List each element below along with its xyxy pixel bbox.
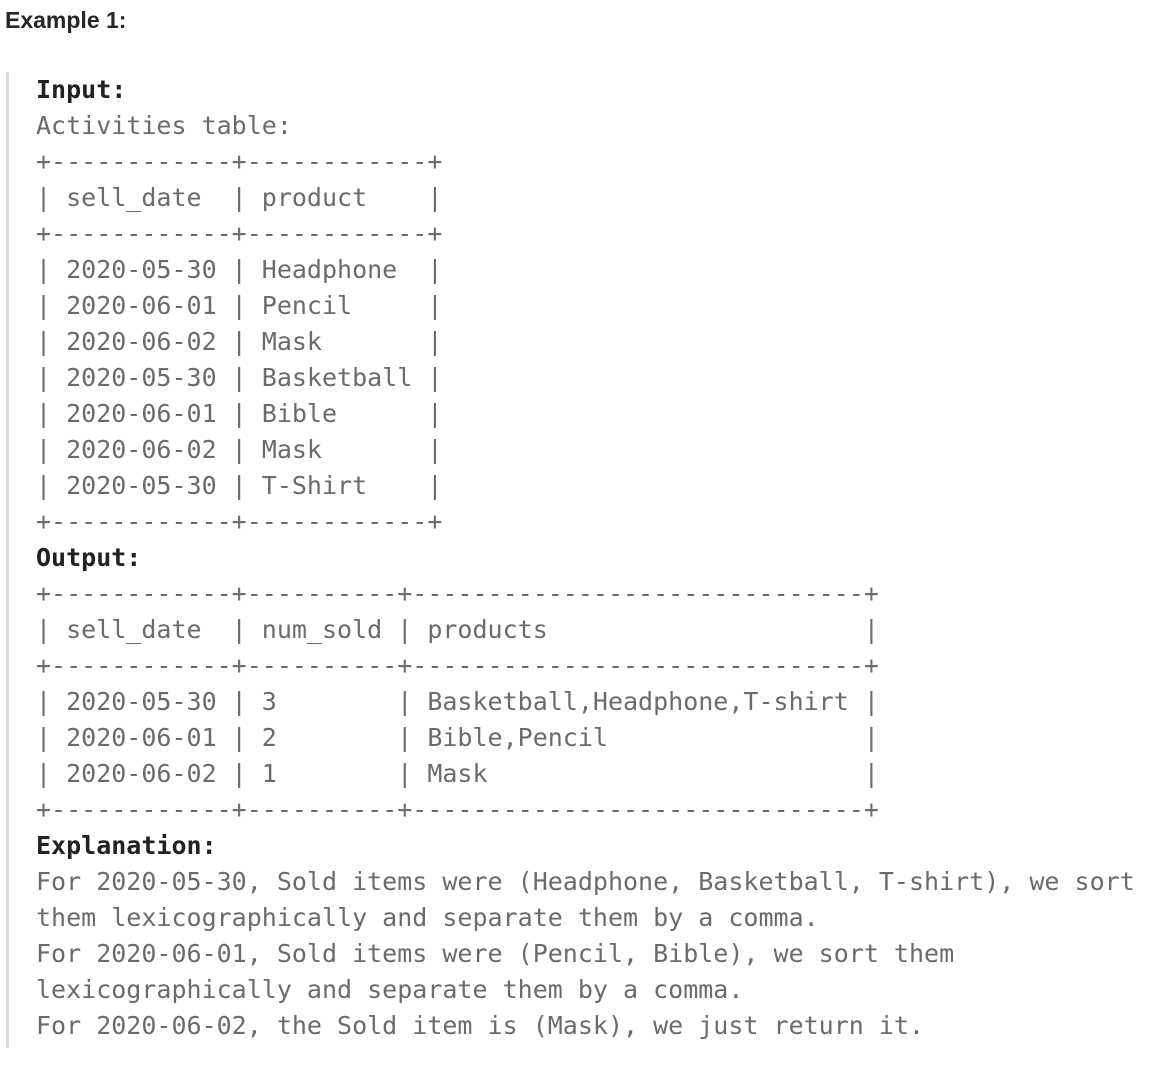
example-title: Example 1:: [5, 7, 127, 33]
explanation-label: Explanation:: [36, 831, 217, 860]
output-label: Output:: [36, 543, 142, 572]
input-content: Activities table: +------------+--------…: [36, 111, 443, 536]
example-block: Input: Activities table: +------------+-…: [6, 72, 1156, 1048]
input-label: Input:: [36, 75, 127, 104]
explanation-content: For 2020-05-30, Sold items were (Headpho…: [36, 867, 1135, 1040]
example-section: Example 1: Input: Activities table: +---…: [0, 6, 1156, 1048]
output-content: +------------+----------+---------------…: [36, 579, 879, 824]
